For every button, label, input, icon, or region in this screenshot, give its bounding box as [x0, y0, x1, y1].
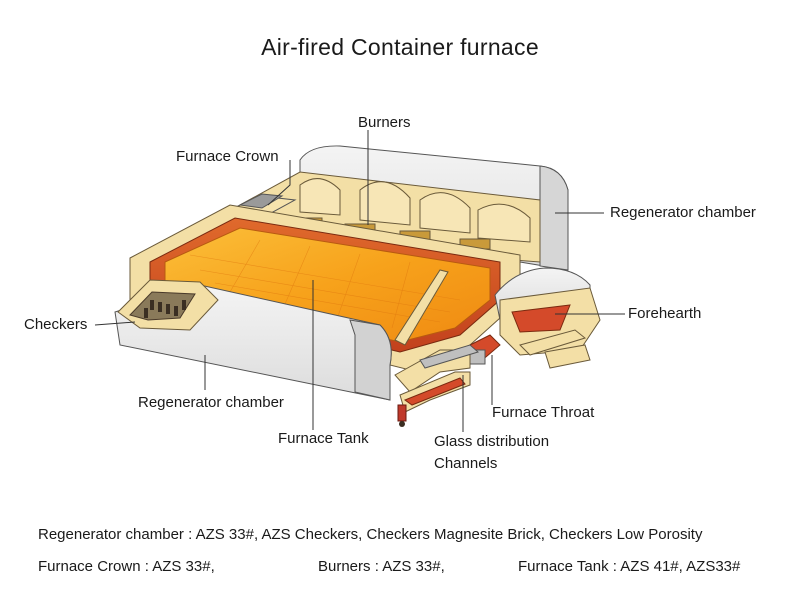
label-regenerator-chamber-left: Regenerator chamber	[138, 394, 284, 411]
label-furnace-throat: Furnace Throat	[492, 404, 595, 421]
note-burners-materials: Burners : AZS 33#,	[318, 558, 445, 575]
note-tank-materials: Furnace Tank : AZS 41#, AZS33#	[518, 558, 741, 575]
label-glass-distribution-line2: Channels	[434, 455, 498, 472]
label-glass-distribution-line1: Glass distribution	[434, 433, 550, 450]
glass-distribution-channels	[394, 344, 480, 427]
label-regenerator-chamber-right: Regenerator chamber	[610, 204, 756, 221]
forehearth	[494, 267, 601, 369]
label-furnace-crown: Furnace Crown	[176, 148, 279, 165]
label-furnace-tank: Furnace Tank	[278, 430, 369, 447]
label-forehearth: Forehearth	[628, 305, 702, 322]
page-title: Air-fired Container furnace	[261, 34, 539, 60]
furnace-tank	[129, 204, 521, 371]
checkers	[117, 279, 219, 331]
note-crown-materials: Furnace Crown : AZS 33#,	[38, 558, 215, 575]
note-regenerator-materials: Regenerator chamber : AZS 33#, AZS Check…	[38, 526, 703, 543]
label-burners: Burners	[358, 114, 411, 131]
leader-lines	[94, 130, 625, 432]
label-checkers: Checkers	[24, 316, 88, 333]
